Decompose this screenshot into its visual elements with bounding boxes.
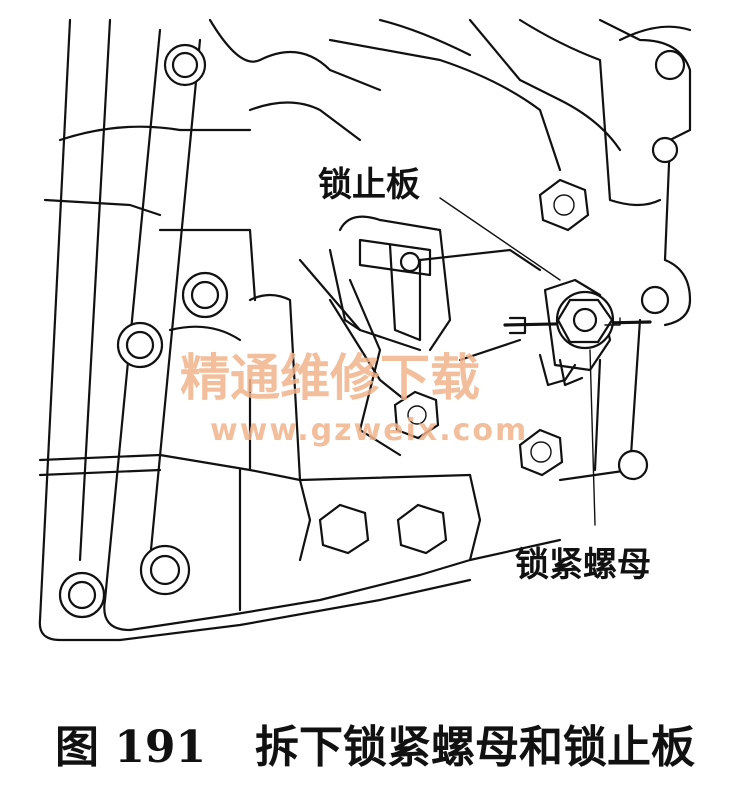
figure-title: 拆下锁紧螺母和锁止板 xyxy=(255,722,695,773)
watermark-url: www.gzweix.com xyxy=(210,413,528,448)
lever-assembly xyxy=(328,238,432,457)
lock-nut-assembly xyxy=(503,278,652,387)
lock-nut-label: 锁紧螺母 xyxy=(515,545,651,585)
hex-bolts xyxy=(318,178,590,555)
watermark: 精通维修下载 www.gzweix.com xyxy=(180,349,528,448)
lock-plate-label: 锁止板 xyxy=(318,165,420,205)
leader-lines xyxy=(439,197,596,526)
flange-bolts xyxy=(58,43,686,619)
watermark-brand: 精通维修下载 xyxy=(180,349,480,407)
figure-number: 图 191 xyxy=(55,722,206,773)
